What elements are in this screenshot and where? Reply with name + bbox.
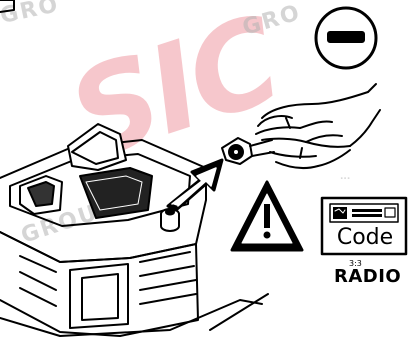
radio-code-text: Code <box>327 226 403 250</box>
terminal-clamp <box>222 138 274 164</box>
arrow-icon <box>168 160 222 210</box>
warning-triangle-icon <box>232 182 302 250</box>
corner-box <box>0 0 14 12</box>
hand <box>256 84 380 168</box>
minus-circle-icon <box>316 8 376 68</box>
radio-label: RADIO <box>334 266 401 287</box>
